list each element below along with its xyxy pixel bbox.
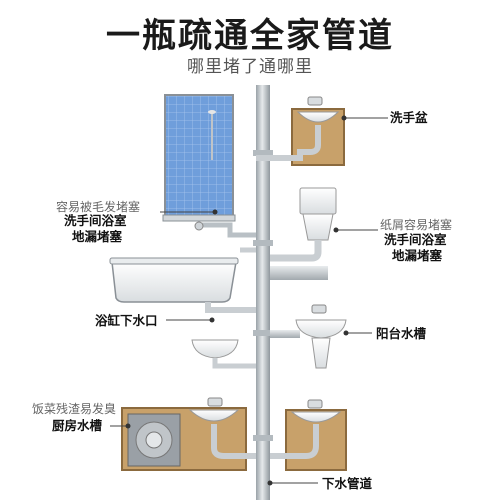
sewer-pipe-label: 下水管道 xyxy=(322,476,373,491)
bathroom-floor-drain-right-label-2: 地漏堵塞 xyxy=(392,248,443,263)
bathtub xyxy=(109,247,256,313)
hair-clog-note: 容易被毛发堵塞 xyxy=(56,200,141,214)
page-title: 一瓶疏通全家管道 xyxy=(106,16,394,56)
kitchen-cabinet xyxy=(121,397,256,471)
wash-basin-cabinet xyxy=(256,96,345,166)
bottom-right-cabinet xyxy=(270,399,347,471)
bathtub-drain-label: 浴缸下水口 xyxy=(95,313,158,328)
wash-basin-label: 洗手盆 xyxy=(390,110,428,125)
balcony-sink-label: 阳台水槽 xyxy=(376,326,427,341)
shower-stall xyxy=(162,94,256,238)
bathroom-floor-drain-left-label-2: 地漏堵塞 xyxy=(72,229,123,244)
toilet xyxy=(270,187,337,262)
page-subtitle: 哪里堵了通哪里 xyxy=(187,57,313,77)
bathroom-floor-drain-right-label-1: 洗手间浴室 xyxy=(384,232,447,247)
food-residue-note: 饭菜残渣易发臭 xyxy=(32,402,117,416)
main-sewer-pipe xyxy=(256,85,270,500)
kitchen-sink-label: 厨房水槽 xyxy=(52,418,103,433)
left-wall-basin xyxy=(191,339,256,369)
bathroom-floor-drain-left-label-1: 洗手间浴室 xyxy=(64,213,127,228)
balcony-pedestal-sink xyxy=(295,304,347,369)
paper-clog-note: 纸屑容易堵塞 xyxy=(380,218,453,232)
